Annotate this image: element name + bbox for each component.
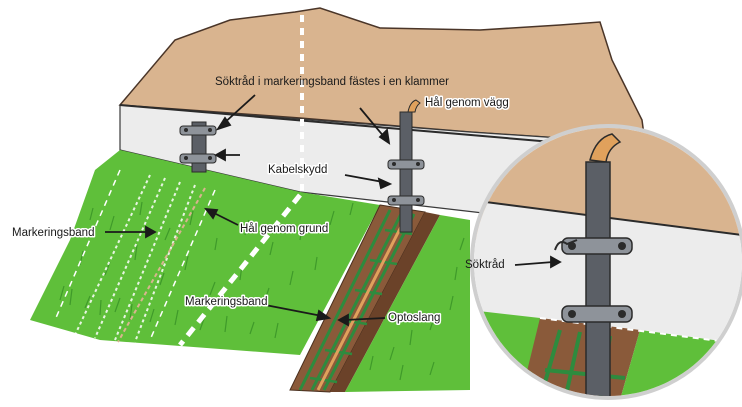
cable-conduit-right (387, 99, 425, 233)
label-cable-protection: Kabelskydd (268, 164, 327, 176)
label-marking-band-lawn: Markeringsband (12, 227, 94, 239)
label-marking-band-trench: Markeringsband (185, 296, 267, 308)
grass-texture (59, 201, 354, 339)
dashed-line (178, 193, 302, 347)
cable-conduit-left (179, 121, 217, 173)
marking-band-lawn (74, 174, 196, 343)
label-search-wire-clamp: Söktråd i markeringsband fästes i en kla… (215, 76, 449, 88)
search-wire (554, 239, 578, 251)
dashed-outline (54, 169, 121, 321)
label-search-wire: Söktråd (465, 259, 505, 271)
optic-line-lawn (117, 187, 206, 343)
marking-band-trench (298, 209, 416, 391)
label-hole-through-wall: Hål genom vägg (425, 97, 509, 109)
label-optic-duct: Optoslang (388, 312, 440, 324)
grass-texture (369, 237, 465, 381)
optoslang-tube (316, 212, 410, 391)
label-hole-through-foundation: Hål genom grund (240, 223, 328, 235)
pointer-arrows (105, 94, 562, 327)
trench-wall (330, 212, 440, 392)
detail-magnifier (470, 124, 742, 400)
dashed-outline (149, 189, 216, 341)
lawn-right (345, 215, 470, 392)
